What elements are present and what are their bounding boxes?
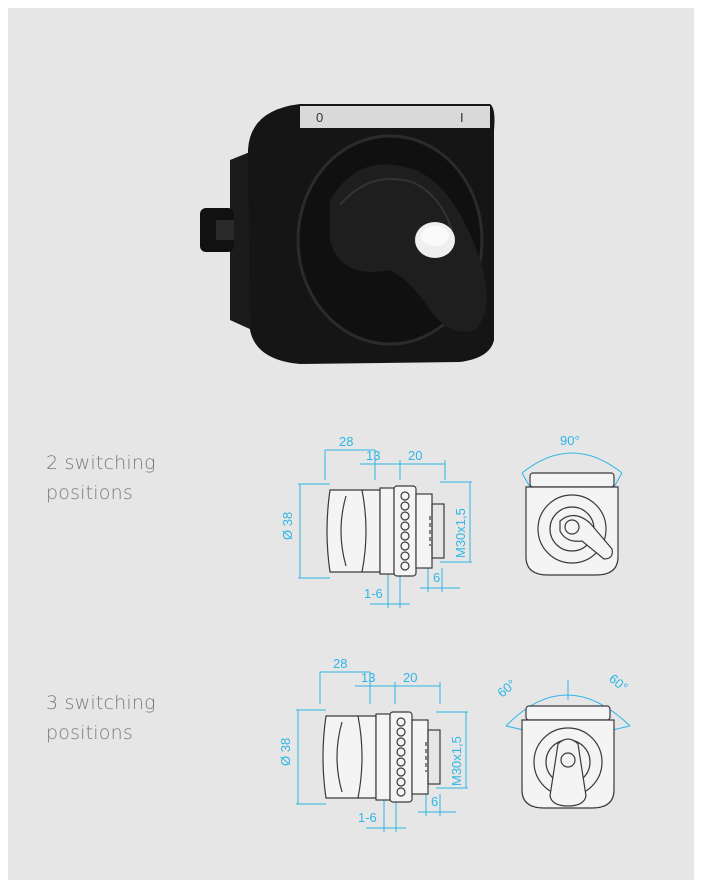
row2-side-drawing: 28 13 20 Ø 38 M30x1,5 6 1-6 (278, 656, 468, 832)
row1-thread: M30x1,5 (453, 508, 468, 558)
row1-dim-1-6: 1-6 (364, 586, 383, 601)
row1-dim-28: 28 (339, 434, 353, 449)
row2-label-line2: positions (46, 722, 133, 744)
row1-dim-20: 20 (408, 448, 422, 463)
row1-label-line2: positions (46, 482, 133, 504)
row2-dim-38: Ø 38 (278, 738, 293, 766)
row1-front-drawing: 90° (521, 433, 623, 576)
row2-thread: M30x1,5 (449, 736, 464, 786)
legend-left-text: 0 (316, 110, 323, 125)
legend-right-text: I (460, 110, 464, 125)
row2-label-line1: 3 switching (46, 692, 156, 714)
row1-dim-6: 6 (433, 570, 440, 585)
row1-dim-38: Ø 38 (280, 512, 295, 540)
row1-dim-13: 13 (366, 448, 380, 463)
row2-dim-20: 20 (403, 670, 417, 685)
row2-dim-13: 13 (361, 670, 375, 685)
row1-side-drawing: 28 13 20 Ø 38 M30x1,5 6 1-6 (280, 434, 472, 608)
row2-label: 3 switching positions (46, 688, 156, 748)
row2-dim-6: 6 (431, 794, 438, 809)
row2-front-drawing: 60° 60° (494, 671, 631, 809)
row1-angle: 90° (560, 433, 580, 448)
row1-label-line1: 2 switching (46, 452, 156, 474)
row2-dim-28: 28 (333, 656, 347, 671)
row1-label: 2 switching positions (46, 448, 156, 508)
row2-dim-1-6: 1-6 (358, 810, 377, 825)
selector-switch-photo: 0 I (200, 104, 495, 364)
row2-angle-left: 60° (494, 676, 519, 700)
row2-angle-right: 60° (606, 671, 631, 695)
